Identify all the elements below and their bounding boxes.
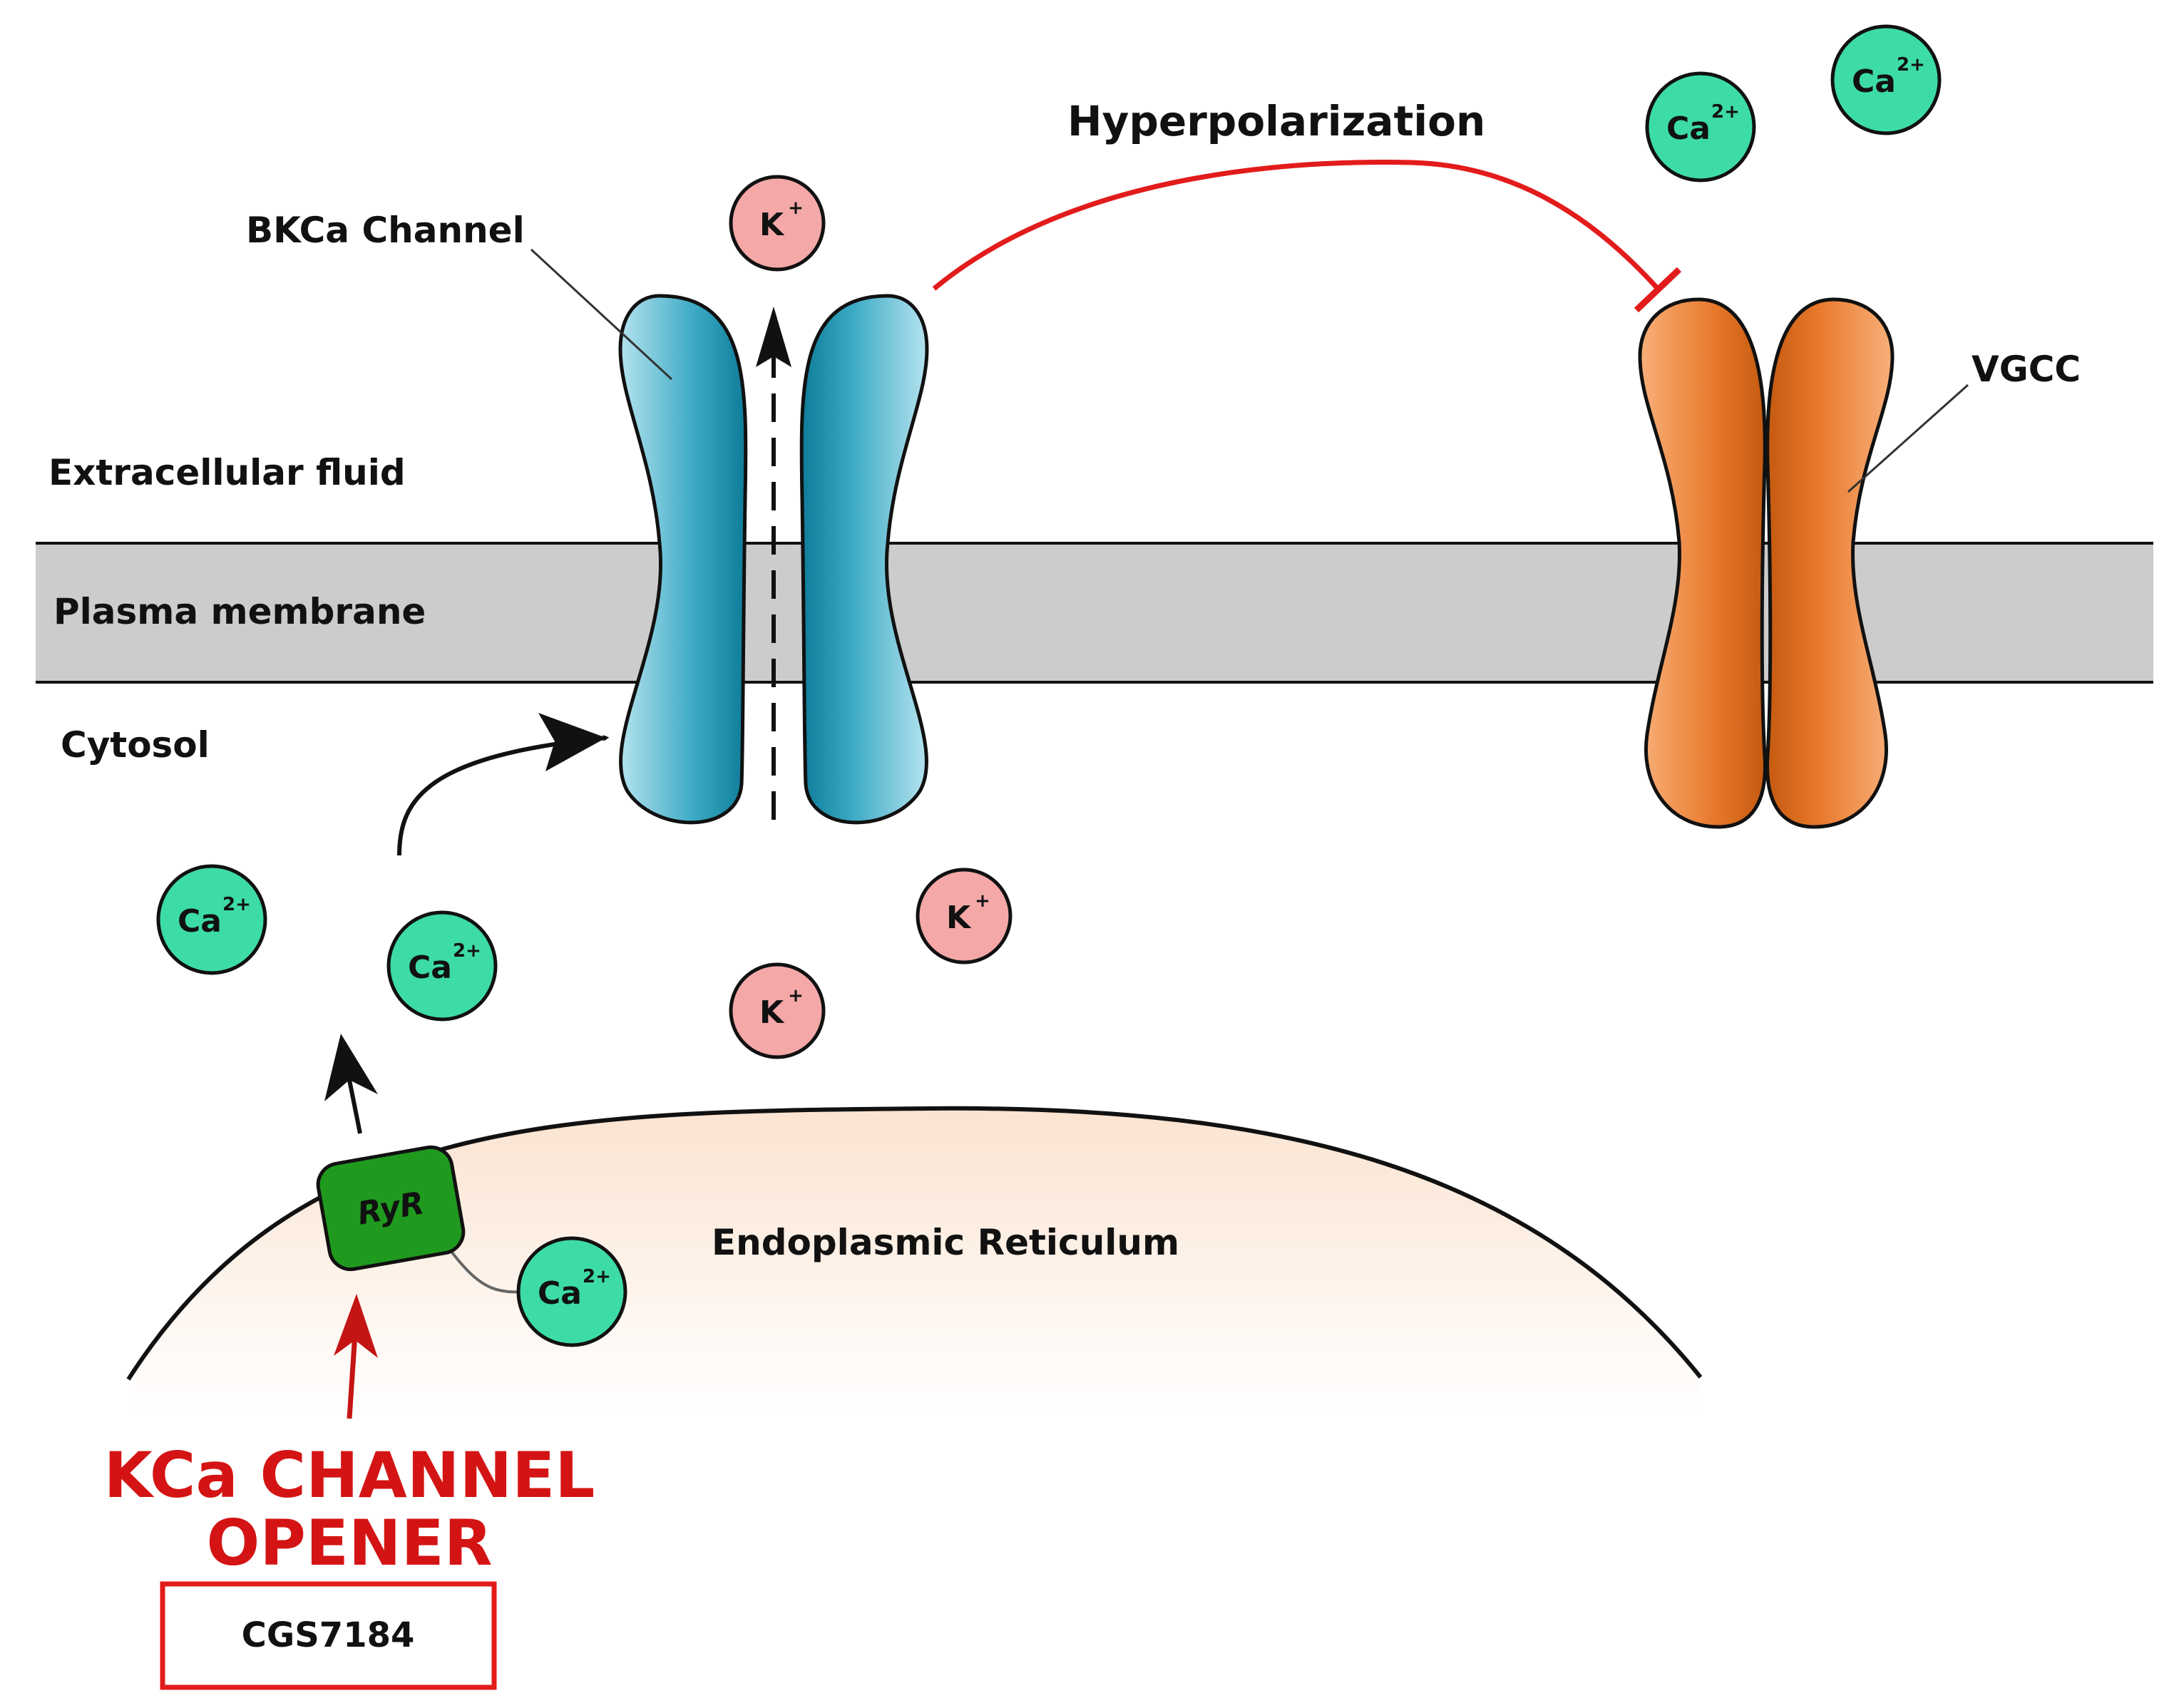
potassium-efflux-arrowhead	[756, 307, 791, 367]
bkca-channel-label: BKCa Channel	[246, 210, 525, 251]
drug-name: CGS7184	[242, 1615, 415, 1655]
svg-text:Ca: Ca	[408, 950, 452, 986]
calcium-ion: Ca 2+	[1830, 24, 1942, 135]
vgcc-channel-right-subunit	[1765, 297, 1895, 829]
cytosol-label: Cytosol	[61, 724, 210, 766]
svg-text:+: +	[788, 197, 804, 219]
svg-text:K: K	[759, 994, 785, 1031]
svg-text:Ca: Ca	[1852, 63, 1896, 100]
calcium-ion: Ca 2+	[386, 910, 498, 1022]
endoplasmic-reticulum-label: Endoplasmic Reticulum	[712, 1222, 1179, 1263]
calcium-activation-arrow	[397, 734, 610, 856]
potassium-ion: K +	[729, 962, 826, 1059]
calcium-ion: Ca 2+	[156, 864, 267, 975]
svg-text:Ca: Ca	[178, 903, 222, 940]
extracellular-fluid-label: Extracellular fluid	[48, 452, 406, 493]
svg-text:+: +	[975, 890, 990, 912]
potassium-ion: + K +	[916, 868, 1012, 964]
svg-text:K: K	[759, 207, 785, 243]
opener-stimulation-arrowhead	[334, 1294, 378, 1358]
opener-stimulation-arrow	[347, 1332, 358, 1419]
svg-text:2+: 2+	[1711, 101, 1740, 123]
calcium-ion: Ca 2+	[1645, 71, 1756, 182]
kca-channel-opener-subtitle: OPENER	[207, 1506, 493, 1580]
bkca-leader-line	[530, 248, 673, 381]
ryr-release-arrowhead	[324, 1034, 378, 1101]
vgcc-leader-line	[1847, 384, 1969, 493]
ryr-release-arrow	[347, 1079, 362, 1134]
calcium-ion: Ca 2+	[516, 1236, 627, 1347]
inhibition-bar	[1634, 267, 1682, 313]
hyperpolarization-label: Hyperpolarization	[1067, 97, 1485, 145]
svg-text:K: K	[946, 900, 972, 936]
svg-text:2+: 2+	[583, 1266, 611, 1287]
svg-text:2+: 2+	[222, 894, 251, 915]
svg-text:2+: 2+	[453, 940, 481, 962]
bkca-channel-right-subunit	[799, 294, 929, 825]
svg-text:Ca: Ca	[1666, 110, 1711, 147]
drug-box	[160, 1581, 497, 1690]
bkca-channel-left-subunit	[618, 294, 748, 825]
ryr-receptor: RyR	[316, 1145, 466, 1272]
hyperpolarization-inhibition-arc	[932, 160, 1660, 291]
calcium-activation-arrowhead	[538, 713, 606, 771]
kca-channel-opener-title: KCa CHANNEL	[104, 1439, 595, 1512]
svg-text:2+: 2+	[1897, 54, 1925, 76]
plasma-membrane-label: Plasma membrane	[53, 591, 426, 632]
vgcc-label: VGCC	[1972, 349, 2081, 390]
svg-text:+: +	[788, 985, 804, 1007]
svg-text:Ca: Ca	[538, 1275, 582, 1312]
potassium-ion: K +	[729, 175, 826, 272]
endoplasmic-reticulum	[128, 1108, 1701, 1411]
vgcc-channel-left-subunit	[1638, 297, 1767, 829]
